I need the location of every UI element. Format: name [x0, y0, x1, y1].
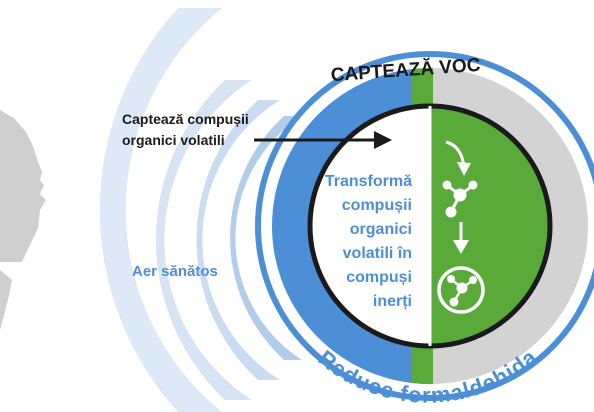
healthy-air-label: Aer sănătos: [132, 263, 218, 280]
curved-arrow-head: [457, 162, 471, 176]
transform-text: Transformă compușii organici volatili în…: [325, 173, 412, 310]
transform-line-5: compuși: [346, 269, 412, 286]
arrow-down-head: [453, 240, 469, 254]
molecule-circle-icon: [437, 266, 485, 314]
outer-ring: [255, 51, 594, 401]
callout-arrow-head: [374, 131, 392, 149]
shoulder-silhouette: [0, 270, 12, 330]
molecule-icon: [442, 180, 478, 218]
air-wave-3: [196, 100, 280, 380]
callout-line-1: Captează compușii: [122, 111, 249, 127]
air-wave-4: [230, 116, 302, 360]
callout-line-2: organici volatili: [122, 132, 225, 148]
air-wave-outer: [99, 8, 222, 412]
air-wave-2: [155, 80, 252, 400]
transform-line-6: inerți: [373, 293, 412, 310]
transform-line-1: Transformă: [325, 173, 412, 190]
transform-line-4: volatili în: [343, 245, 412, 262]
transform-line-3: organici: [350, 221, 412, 238]
head-silhouette: [0, 95, 46, 262]
transform-line-2: compușii: [342, 197, 412, 214]
